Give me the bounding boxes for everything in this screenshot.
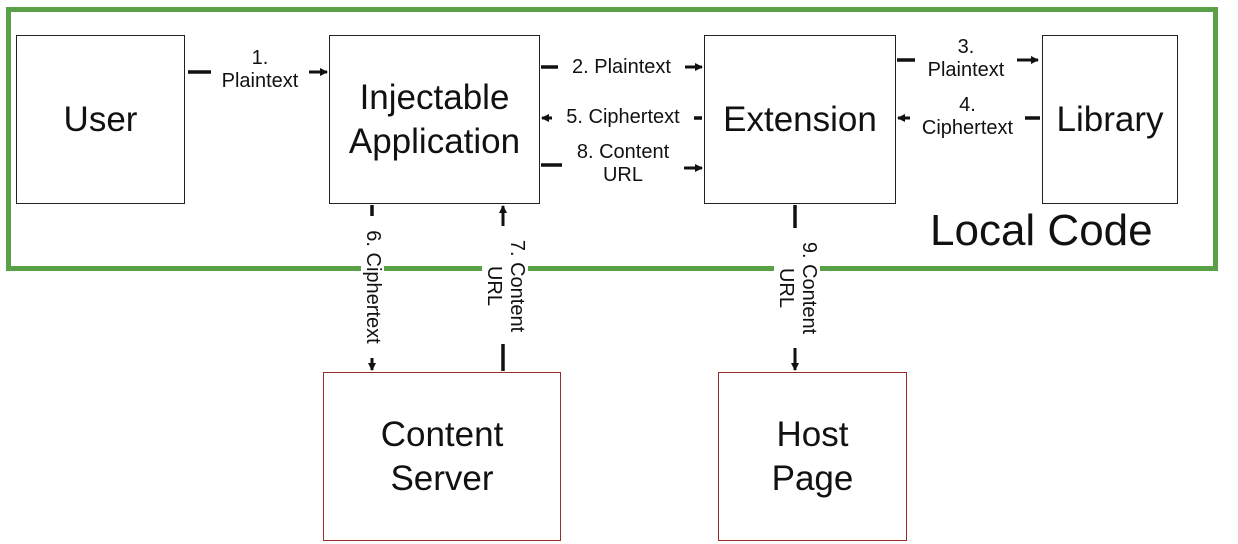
edge-3-label: 3. Plaintext (915, 36, 1017, 82)
user-label: User (63, 99, 138, 139)
library-label: Library (1056, 99, 1164, 139)
extension-box: Extension (704, 35, 896, 204)
library-box: Library (1042, 35, 1178, 204)
local-code-region (6, 7, 1218, 271)
edge-7-label: 7. Content URL (482, 228, 528, 344)
user-box: User (16, 35, 185, 204)
injectable-application-box: Injectable Application (329, 35, 540, 204)
local-code-label: Local Code (930, 206, 1153, 255)
injectable-application-label: Injectable Application (348, 77, 521, 161)
host-page-box: Host Page (718, 372, 907, 541)
edge-2-label: 2. Plaintext (558, 56, 685, 79)
edge-1-label: 1. Plaintext (211, 47, 309, 93)
edge-8-label: 8. Content URL (562, 141, 684, 187)
content-server-label: Content Server (380, 414, 504, 498)
extension-label: Extension (723, 99, 877, 139)
content-server-box: Content Server (323, 372, 561, 541)
host-page-label: Host Page (771, 414, 854, 498)
edge-6-label: 6. Ciphertext (361, 216, 384, 358)
edge-9-label: 9. Content URL (774, 229, 820, 347)
edge-5-label: 5. Ciphertext (552, 106, 694, 129)
edge-4-label: 4. Ciphertext (910, 94, 1025, 140)
